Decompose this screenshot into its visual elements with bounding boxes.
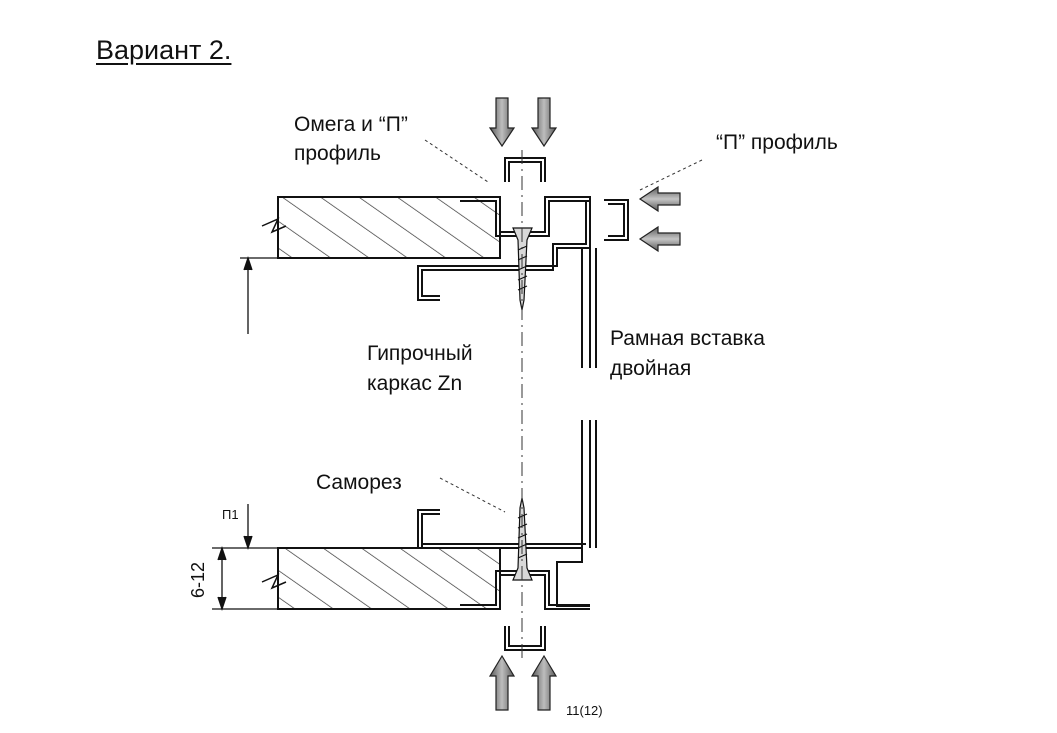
label-gypsum-line2: каркас Zn	[367, 372, 463, 395]
p-profile-top-center	[504, 157, 546, 182]
leader-lines	[424, 139, 703, 513]
label-gypsum-line1: Гипрочный	[367, 342, 473, 365]
label-omega-line2: профиль	[294, 142, 381, 165]
label-screw: Саморез	[316, 471, 402, 494]
p-profile-right	[604, 199, 629, 241]
label-p-profile: “П” профиль	[716, 131, 838, 154]
label-frame-line1: Рамная вставка	[610, 327, 765, 350]
arrows-up-bottom	[488, 654, 558, 711]
dimension-top-small: П1	[222, 507, 239, 522]
bottom-board	[261, 547, 501, 610]
page-number: 11(12)	[566, 703, 603, 718]
arrows-left-right	[638, 185, 681, 253]
label-omega-line1: Омега и “П”	[294, 113, 408, 136]
page-title: Вариант 2.	[96, 35, 232, 65]
p-profile-bottom-center	[504, 626, 546, 651]
arrows-down-top	[488, 97, 558, 148]
dimension-thickness: 6-12	[188, 561, 208, 599]
label-frame-line2: двойная	[610, 357, 692, 380]
top-board	[261, 196, 501, 259]
dimension-lines	[212, 255, 278, 612]
